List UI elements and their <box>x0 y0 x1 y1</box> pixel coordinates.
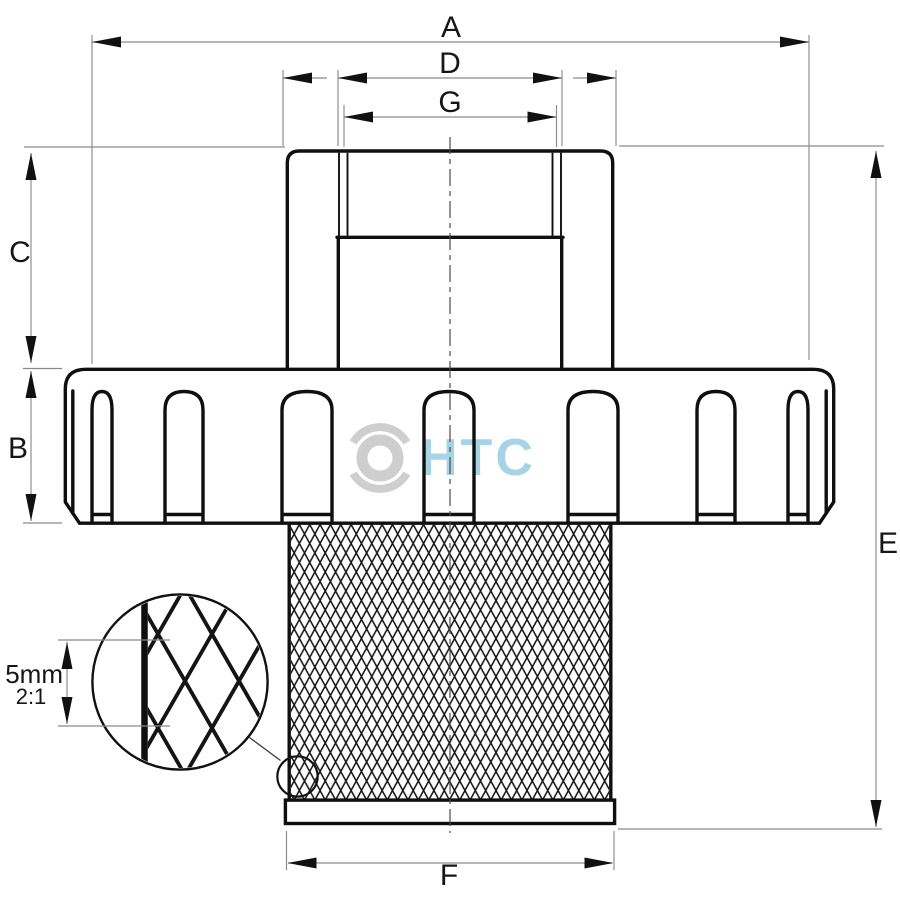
detail-knurl-texture <box>147 596 266 768</box>
extension-line <box>282 70 617 146</box>
dim-arrowhead <box>92 36 121 48</box>
dim-arrowhead <box>587 72 616 84</box>
dim-arrowhead <box>344 111 373 123</box>
grip-slot <box>566 389 620 525</box>
detail-leader-line <box>249 736 281 762</box>
dim-label-C: C <box>9 236 31 269</box>
dim-arrowhead <box>61 697 73 724</box>
dim-arrowhead <box>338 72 367 84</box>
dim-arrowhead <box>870 800 882 827</box>
dimension-E: E <box>618 145 898 830</box>
emblem-top-arc <box>349 423 411 445</box>
flange-outline <box>63 367 836 525</box>
dim-arrowhead <box>527 111 557 123</box>
dimension-D: D <box>282 47 617 146</box>
watermark-logo: HTC <box>349 423 536 493</box>
grip-slot <box>280 389 334 525</box>
htc-wordmark: HTC <box>420 429 536 487</box>
dim-arrowhead <box>870 151 882 178</box>
detail-size-label: 5mm <box>5 659 63 689</box>
dim-arrowhead <box>283 72 312 84</box>
grip-slot <box>695 389 737 525</box>
dim-arrowhead <box>584 857 614 869</box>
dimension-A: A <box>91 11 810 364</box>
dim-arrowhead <box>61 642 73 669</box>
grip-slot <box>90 389 114 525</box>
dim-arrowhead <box>25 371 37 398</box>
grip-slot <box>422 389 476 525</box>
detail-view: 5mm 2:1 <box>5 593 319 798</box>
flange-grip-slots <box>71 389 828 525</box>
dim-label-F: F <box>440 859 458 892</box>
emblem-ring <box>356 434 404 482</box>
grip-slot <box>786 389 810 525</box>
htc-emblem-icon <box>349 423 411 493</box>
knob-flange <box>63 367 836 525</box>
dim-arrowhead <box>25 336 37 363</box>
dim-label-G: G <box>438 86 461 119</box>
dimension-F: F <box>285 831 615 892</box>
extension-line <box>343 105 558 147</box>
dimension-B: B <box>8 371 62 524</box>
emblem-bottom-arc <box>349 471 411 493</box>
dim-arrowhead <box>533 72 562 84</box>
dimension-C: C <box>9 146 285 370</box>
detail-scale-label: 2:1 <box>16 684 47 709</box>
dim-arrowhead <box>287 857 317 869</box>
dim-arrowhead <box>25 153 37 180</box>
dim-arrowhead <box>25 494 37 521</box>
detail-source-circle <box>276 755 319 798</box>
dimension-G: G <box>343 86 558 147</box>
dim-label-E: E <box>878 527 898 560</box>
dim-label-A: A <box>441 11 461 44</box>
grip-slot <box>163 389 205 525</box>
detail-dimension-5mm: 5mm 2:1 <box>5 639 170 727</box>
dim-arrowhead <box>780 36 809 48</box>
dim-label-D: D <box>439 47 461 80</box>
dim-label-B: B <box>8 432 28 465</box>
